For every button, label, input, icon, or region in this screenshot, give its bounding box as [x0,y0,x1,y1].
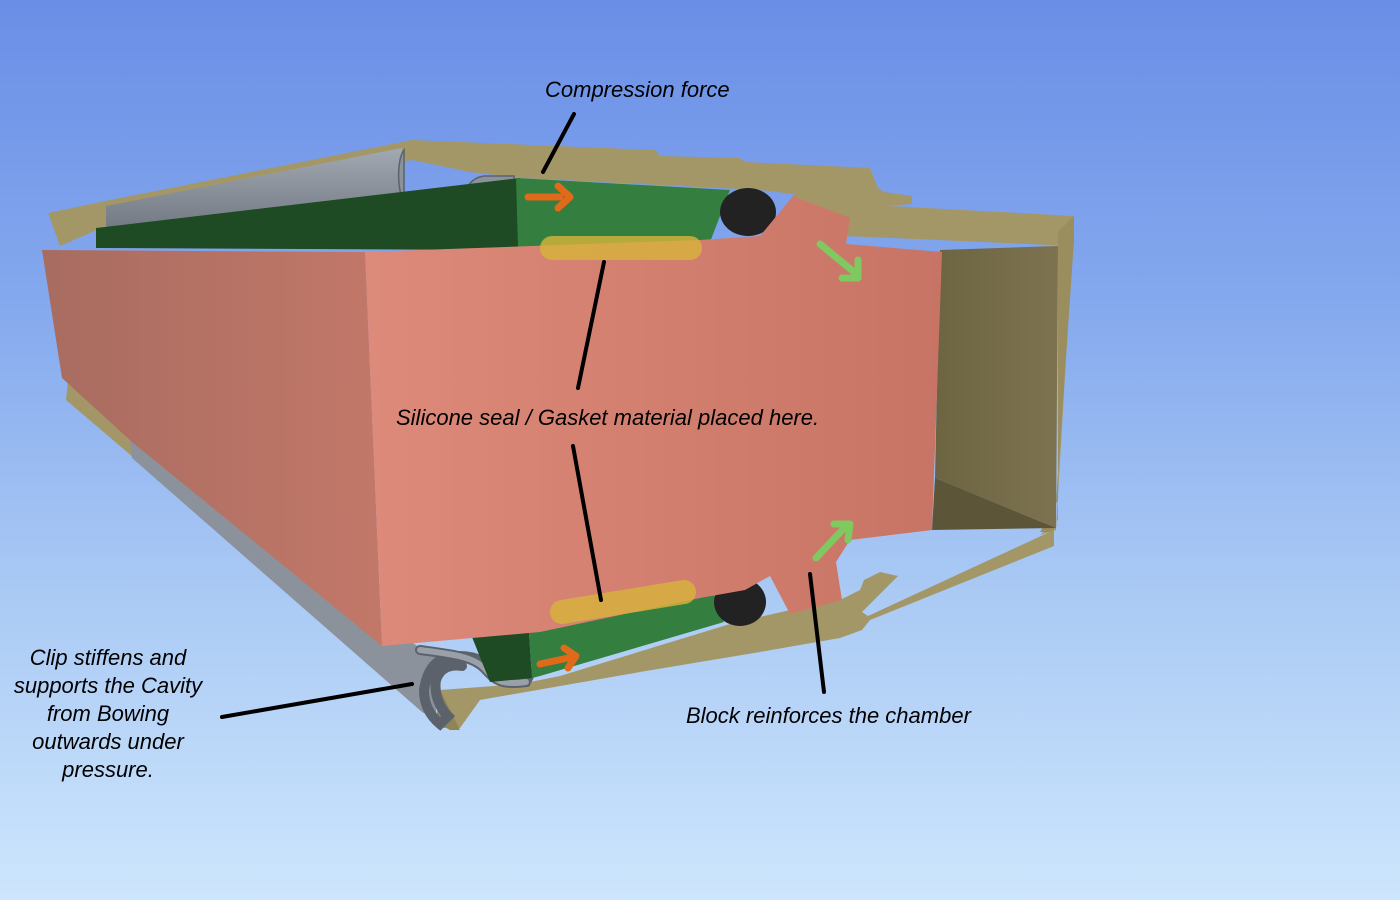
top-o-ring [720,188,776,236]
compression-force-label: Compression force [545,77,730,102]
clip-leader [220,682,414,719]
block [42,196,942,646]
reinforce-arrows [812,240,862,562]
bottom-force-arrow-icon [536,644,580,672]
seal-highlights [540,236,702,624]
block-reinforces-label: Block reinforces the chamber [686,703,971,728]
clip-stiffens-label: Clip stiffens and supports the Cavity fr… [13,645,203,782]
seal-gasket-label: Silicone seal / Gasket material placed h… [396,405,820,430]
compression-leader [541,112,576,174]
bottom-reinforce-arrow-icon [812,520,854,562]
leader-lines [220,112,826,719]
seal-leader-bottom [571,444,603,602]
seal-leader-top [576,260,606,390]
top-force-arrow-icon [524,182,574,212]
compression-arrows [524,182,580,672]
bottom-seal-highlight [550,580,696,624]
top-reinforce-arrow-icon [816,240,862,282]
block-leader [808,572,826,694]
